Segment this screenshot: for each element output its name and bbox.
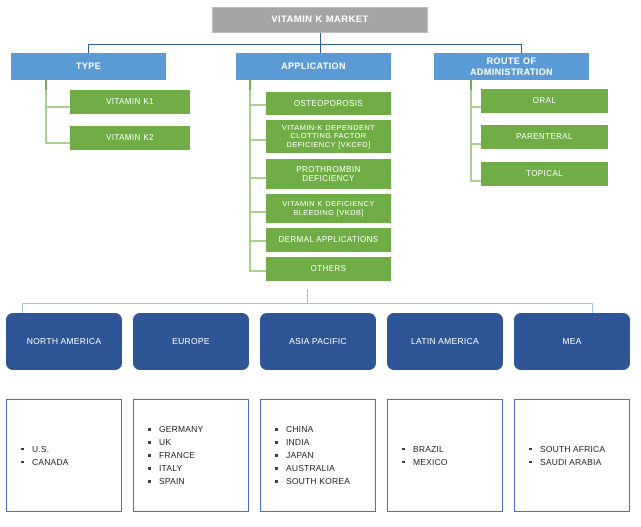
connector-drop-application [320,44,321,53]
region-label-europe: EUROPE [172,335,210,346]
connector-region-bus [22,303,592,304]
region-box-latin-america[interactable]: LATIN AMERICA [387,313,503,370]
country-item: UK [148,436,248,449]
subitem-box-parenteral[interactable]: PARENTERAL [481,125,608,149]
connector-application-elbow-4 [249,211,266,213]
subitem-label-prothrombin-deficiency: PROTHROMBIN DEFICIENCY [296,164,361,183]
subitem-label-vkcfd: VITAMIN-K DEPENDENT CLOTTING FACTOR DEFI… [281,122,376,149]
subitem-box-prothrombin-deficiency[interactable]: PROTHROMBIN DEFICIENCY [266,159,391,189]
category-label-route-line2: ADMINISTRATION [470,66,553,77]
connector-type-elbow-1 [45,106,70,108]
country-list-latin-america: BRAZIL MEXICO [387,399,503,512]
connector-route-elbow-3 [470,180,481,182]
subitem-box-oral[interactable]: ORAL [481,89,608,113]
country-items-latin-america: BRAZIL MEXICO [388,443,502,469]
country-item: JAPAN [275,449,375,462]
country-item: ITALY [148,462,248,475]
country-item: MEXICO [402,456,502,469]
region-box-mea[interactable]: MEA [514,313,630,370]
connector-region-stem [307,289,308,303]
category-label-route-line1: ROUTE OF [486,56,537,67]
category-box-application[interactable]: APPLICATION [236,53,391,80]
connector-application-stem [249,80,251,90]
region-box-europe[interactable]: EUROPE [133,313,249,370]
country-items-asia-pacific: CHINA INDIA JAPAN AUSTRALIA SOUTH KOREA [261,423,375,488]
category-box-route-of-administration[interactable]: ROUTE OF ADMINISTRATION [434,53,589,80]
category-box-type[interactable]: TYPE [11,53,166,80]
subitem-box-vitamin-k2[interactable]: VITAMIN K2 [70,126,190,150]
connector-drop-route [521,44,522,53]
connector-category-bus [88,44,521,45]
connector-route-spine [470,90,472,180]
region-box-north-america[interactable]: NORTH AMERICA [6,313,122,370]
connector-route-elbow-1 [470,106,481,108]
subitem-label-dermal-applications: DERMAL APPLICATIONS [278,235,379,245]
region-label-north-america: NORTH AMERICA [26,335,102,346]
region-label-latin-america: LATIN AMERICA [411,335,479,346]
subitem-box-osteoporosis[interactable]: OSTEOPOROSIS [266,92,391,115]
connector-type-spine [45,90,47,143]
region-box-asia-pacific[interactable]: ASIA PACIFIC [260,313,376,370]
connector-title-stem [320,33,321,44]
region-label-mea: MEA [562,335,582,346]
country-list-europe: GERMANY UK FRANCE ITALY SPAIN [133,399,249,512]
connector-type-stem [45,80,47,90]
country-item: AUSTRALIA [275,462,375,475]
category-label-application: APPLICATION [281,61,346,72]
connector-region-drop-mea [592,303,593,313]
subitem-label-topical: TOPICAL [526,169,563,179]
subitem-box-others[interactable]: OTHERS [266,257,391,281]
country-item: SOUTH AFRICA [529,443,629,456]
connector-route-elbow-2 [470,143,481,145]
subitem-label-osteoporosis: OSTEOPOROSIS [293,98,364,108]
connector-application-elbow-5 [249,240,266,242]
diagram-title-box: VITAMIN K MARKET [212,7,428,33]
country-item: U.S. [21,443,121,456]
country-item: CANADA [21,456,121,469]
country-item: GERMANY [148,423,248,436]
country-list-mea: SOUTH AFRICA SAUDI ARABIA [514,399,630,512]
connector-application-elbow-2 [249,139,266,141]
category-label-type: TYPE [75,61,102,72]
country-item: SOUTH KOREA [275,475,375,488]
country-items-europe: GERMANY UK FRANCE ITALY SPAIN [134,423,248,488]
subitem-label-vitamin-k2: VITAMIN K2 [106,133,154,143]
country-item: SAUDI ARABIA [529,456,629,469]
subitem-box-vkdb[interactable]: VITAMIN K DEFICIENCY BLEEDING [VKDB] [266,194,391,223]
country-item: INDIA [275,436,375,449]
connector-application-elbow-1 [249,104,266,106]
subitem-label-parenteral: PARENTERAL [516,132,573,142]
connector-application-spine [249,90,251,270]
diagram-title-label: VITAMIN K MARKET [271,13,369,25]
country-list-north-america: U.S. CANADA [6,399,122,512]
connector-route-stem [470,80,472,90]
region-label-asia-pacific: ASIA PACIFIC [289,335,347,346]
subitem-box-topical[interactable]: TOPICAL [481,162,608,186]
subitem-label-vkdb: VITAMIN K DEFICIENCY BLEEDING [VKDB] [282,198,375,217]
connector-drop-type [88,44,89,53]
connector-application-elbow-3 [249,177,266,179]
country-list-asia-pacific: CHINA INDIA JAPAN AUSTRALIA SOUTH KOREA [260,399,376,512]
subitem-label-vitamin-k1: VITAMIN K1 [106,97,154,107]
country-item: FRANCE [148,449,248,462]
country-item: BRAZIL [402,443,502,456]
subitem-label-others: OTHERS [310,264,347,274]
connector-region-drop-north-america [22,303,23,313]
country-items-mea: SOUTH AFRICA SAUDI ARABIA [515,443,629,469]
subitem-box-vkcfd[interactable]: VITAMIN-K DEPENDENT CLOTTING FACTOR DEFI… [266,120,391,153]
country-item: SPAIN [148,475,248,488]
country-items-north-america: U.S. CANADA [7,443,121,469]
subitem-box-vitamin-k1[interactable]: VITAMIN K1 [70,90,190,114]
country-item: CHINA [275,423,375,436]
subitem-label-oral: ORAL [532,96,557,106]
subitem-box-dermal-applications[interactable]: DERMAL APPLICATIONS [266,228,391,252]
connector-type-elbow-2 [45,142,70,144]
connector-application-elbow-6 [249,270,266,272]
